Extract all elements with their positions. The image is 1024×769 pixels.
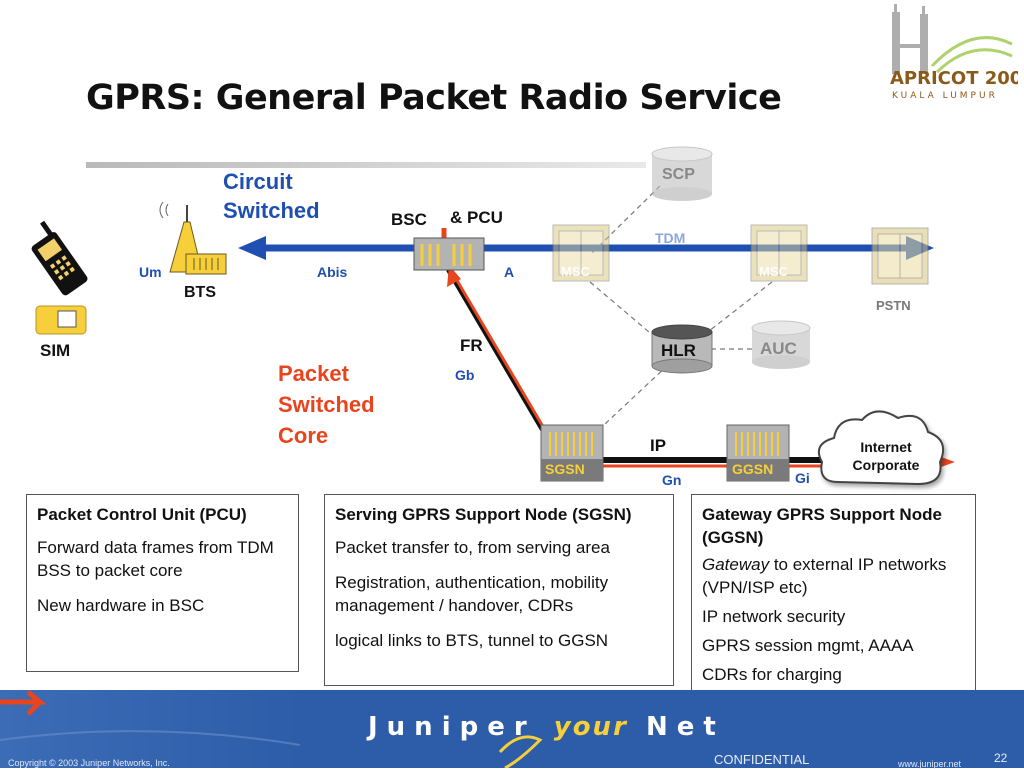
pcu-box-line: Forward data frames from TDM BSS to pack… (37, 538, 274, 580)
sgsn-box-line: Registration, authentication, mobility m… (335, 573, 609, 615)
footer-brand: Juniper your Net (368, 712, 725, 742)
tdm-label: TDM (655, 230, 686, 246)
ggsn-description-box: Gateway GPRS Support Node (GGSN) Gateway… (691, 494, 976, 692)
title-rule (86, 162, 646, 168)
phone-icon (31, 220, 88, 296)
sim-label: SIM (40, 341, 71, 360)
sgsn-node-icon (540, 424, 604, 482)
sgsn-box-line: Packet transfer to, from serving area (335, 538, 610, 557)
gn-interface-label: Gn (662, 472, 682, 488)
internet-cloud-icon (818, 410, 944, 486)
bsc-node-icon (413, 237, 485, 271)
scp-database-icon (651, 146, 713, 201)
ggsn-node-icon (726, 424, 790, 482)
gprs-diagram (31, 146, 955, 486)
footer-arrow-icon (0, 690, 47, 716)
pcu-box-heading: Packet Control Unit (PCU) (37, 505, 247, 524)
link-msc2-hlr (699, 281, 773, 339)
bsc-label: BSC (391, 210, 427, 229)
cloud-label: Internet Corporate (852, 439, 920, 473)
pstn-label: PSTN (876, 298, 911, 313)
footer-confidential: CONFIDENTIAL (714, 752, 810, 767)
gb-interface-label: Gb (455, 367, 475, 383)
pcu-box-line: New hardware in BSC (37, 596, 205, 615)
abis-interface-label: Abis (317, 264, 348, 280)
fr-label: FR (460, 336, 483, 355)
pcu-description-box: Packet Control Unit (PCU) Forward data f… (26, 494, 299, 672)
pcu-label: & PCU (450, 208, 503, 227)
ggsn-box-heading: Gateway GPRS Support Node (GGSN) (702, 505, 942, 547)
msc1-node-icon (552, 224, 610, 282)
circuit-switched-label: Circuit Switched (223, 169, 320, 223)
bts-label: BTS (184, 284, 216, 301)
ggsn-label: GGSN (732, 461, 774, 477)
um-interface-label: Um (139, 264, 162, 280)
ggsn-box-line: CDRs for charging (702, 665, 842, 684)
footer-gradient (0, 690, 300, 768)
footer-website: www.juniper.net (898, 759, 962, 769)
pstn-switch-icon (871, 227, 929, 285)
page-number: 22 (994, 751, 1008, 765)
ggsn-box-line: IP network security (702, 607, 846, 626)
apricot-logo-subtitle: KUALA LUMPUR (892, 91, 998, 101)
msc2-label: MSC (759, 264, 788, 279)
apricot-logo: APRICOT 2004 KUALA LUMPUR (890, 4, 1018, 101)
scp-label: SCP (662, 166, 695, 183)
arrow-left-head (238, 236, 266, 260)
msc1-label: MSC (561, 264, 590, 279)
packet-switched-core-label: Packet Switched Core (278, 361, 375, 448)
sgsn-box-line: logical links to BTS, tunnel to GGSN (335, 631, 609, 650)
ggsn-box-line: Gateway to external IP networks (VPN/ISP… (702, 555, 947, 597)
link-msc1-hlr (589, 281, 663, 344)
auc-label: AUC (760, 339, 797, 358)
sgsn-description-box: Serving GPRS Support Node (SGSN) Packet … (324, 494, 674, 686)
sgsn-label: SGSN (545, 461, 585, 477)
hlr-database-icon (651, 324, 713, 374)
msc2-node-icon (750, 224, 808, 282)
auc-database-icon (751, 320, 811, 369)
hlr-label: HLR (661, 341, 696, 360)
sgsn-box-heading: Serving GPRS Support Node (SGSN) (335, 505, 632, 524)
gi-interface-label: Gi (795, 470, 810, 486)
footer-swirl-icon (498, 735, 543, 768)
sim-card-icon (35, 305, 87, 335)
footer-copyright: Copyright © 2003 Juniper Networks, Inc. (8, 758, 170, 768)
ip-label: IP (650, 436, 667, 455)
bts-tower-icon (159, 201, 227, 275)
apricot-logo-title: APRICOT 2004 (890, 68, 1018, 89)
a-interface-label: A (504, 264, 515, 280)
footer-graphics (0, 690, 543, 768)
slide-title: GPRS: General Packet Radio Service (86, 78, 782, 118)
ggsn-box-line: GPRS session mgmt, AAAA (702, 636, 914, 655)
